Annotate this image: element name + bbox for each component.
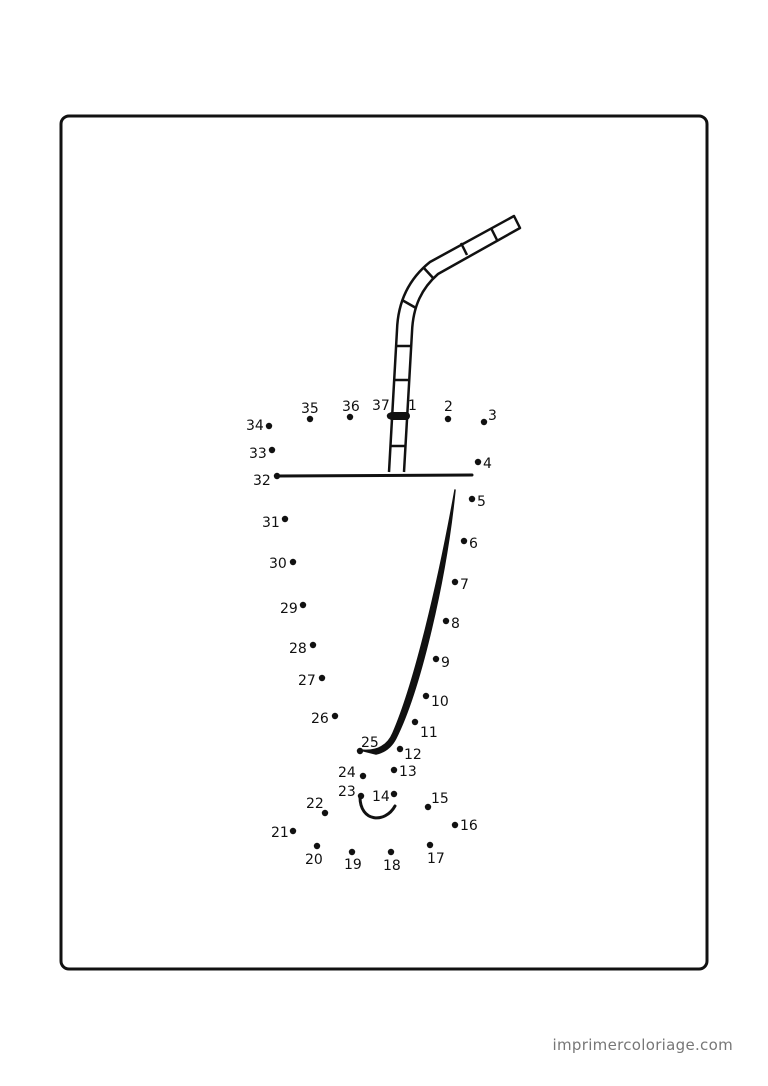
dot-3	[480, 418, 488, 426]
dot-25	[356, 747, 364, 755]
dot-label-19: 19	[344, 857, 362, 873]
dot-30	[289, 558, 297, 566]
dot-16	[451, 821, 459, 829]
dot-1	[397, 412, 405, 420]
dot-label-26: 26	[311, 711, 329, 727]
dot-12	[396, 745, 404, 753]
dot-27	[318, 674, 326, 682]
dot-37	[386, 412, 394, 420]
dot-label-16: 16	[460, 818, 478, 834]
dot-label-11: 11	[420, 725, 438, 741]
dot-35	[306, 415, 314, 423]
dot-26	[331, 712, 339, 720]
dot-15	[424, 803, 432, 811]
cup-side-shading	[359, 489, 456, 755]
dot-4	[474, 458, 482, 466]
dot-label-25: 25	[361, 735, 379, 751]
dot-5	[468, 495, 476, 503]
dot-20	[313, 842, 321, 850]
dot-label-15: 15	[431, 791, 449, 807]
dot-label-22: 22	[306, 796, 324, 812]
dot-31	[281, 515, 289, 523]
dot-label-7: 7	[460, 577, 469, 593]
dot-label-12: 12	[404, 747, 422, 763]
dot-36	[346, 413, 354, 421]
dot-label-18: 18	[383, 858, 401, 874]
dot-22	[321, 809, 329, 817]
cup-bottom-curve	[358, 795, 397, 820]
dot-label-35: 35	[301, 401, 319, 417]
dot-label-20: 20	[305, 852, 323, 868]
dot-label-30: 30	[269, 556, 287, 572]
dot-label-24: 24	[338, 765, 356, 781]
dot-28	[309, 641, 317, 649]
dot-17	[426, 841, 434, 849]
dot-label-29: 29	[280, 601, 298, 617]
straw	[387, 214, 522, 473]
dot-label-17: 17	[427, 851, 445, 867]
dot-21	[289, 827, 297, 835]
dot-label-8: 8	[451, 616, 460, 632]
dot-label-32: 32	[253, 473, 271, 489]
dot-7	[451, 578, 459, 586]
dot-14	[390, 790, 398, 798]
dot-label-31: 31	[262, 515, 280, 531]
dot-label-9: 9	[441, 655, 450, 671]
dot-label-27: 27	[298, 673, 316, 689]
dot-33	[268, 446, 276, 454]
footer-site-name: imprimercoloriage.com	[552, 1036, 733, 1054]
dot-label-21: 21	[271, 825, 289, 841]
dot-label-3: 3	[488, 408, 497, 424]
dot-label-13: 13	[399, 764, 417, 780]
dot-label-33: 33	[249, 446, 267, 462]
dot-label-2: 2	[444, 399, 453, 415]
dot-9	[432, 655, 440, 663]
dot-label-37: 37	[372, 398, 390, 414]
dot-32	[273, 472, 281, 480]
dot-11	[411, 718, 419, 726]
dot-13	[390, 766, 398, 774]
dot-label-28: 28	[289, 641, 307, 657]
dot-label-6: 6	[469, 536, 478, 552]
dot-18	[387, 848, 395, 856]
dot-label-1: 1	[408, 398, 417, 414]
cup-lid-line	[275, 473, 474, 478]
dot-label-34: 34	[246, 418, 264, 434]
dot-label-4: 4	[483, 456, 492, 472]
dot-label-10: 10	[431, 694, 449, 710]
dot-6	[460, 537, 468, 545]
dot-29	[299, 601, 307, 609]
worksheet-frame	[59, 114, 709, 971]
dot-19	[348, 848, 356, 856]
dot-8	[442, 617, 450, 625]
dot-10	[422, 692, 430, 700]
dot-2	[444, 415, 452, 423]
dot-24	[359, 772, 367, 780]
dot-label-14: 14	[372, 789, 390, 805]
dot-34	[265, 422, 273, 430]
drink-cup-drawing	[275, 214, 522, 820]
dot-label-5: 5	[477, 494, 486, 510]
dot-23	[357, 792, 365, 800]
dot-label-36: 36	[342, 399, 360, 415]
dot-label-23: 23	[338, 784, 356, 800]
